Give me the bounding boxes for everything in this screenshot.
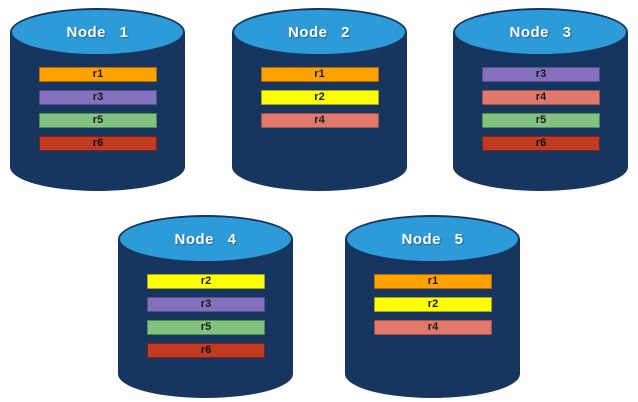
- node-cylinder-5: Node 5 r1 r2 r4: [345, 215, 520, 398]
- replica-list: r2 r3 r5 r6: [147, 274, 265, 358]
- replica-bar-r1: r1: [260, 67, 379, 82]
- node-label: Node 4: [174, 230, 237, 248]
- node-cylinder-3: Node 3 r3 r4 r5 r6: [453, 8, 628, 191]
- replica-bar-r2: r2: [260, 90, 379, 105]
- node-cylinder-4: Node 4 r2 r3 r5 r6: [118, 215, 293, 398]
- node-cylinder-2: Node 2 r1 r2 r4: [231, 8, 407, 191]
- replica-bar-r6: r6: [482, 136, 600, 151]
- replica-bar-r1: r1: [374, 274, 492, 289]
- cylinder-top: Node 3: [453, 8, 628, 56]
- replica-bar-r5: r5: [39, 113, 157, 128]
- replica-bar-r4: r4: [260, 113, 379, 128]
- replica-bar-r5: r5: [147, 320, 265, 335]
- node-cylinder-1: Node 1 r1 r3 r5 r6: [10, 8, 185, 191]
- replica-bar-r2: r2: [147, 274, 265, 289]
- replica-list: r1 r2 r4: [374, 274, 492, 335]
- replica-bar-r6: r6: [147, 343, 265, 358]
- replica-bar-r4: r4: [374, 320, 492, 335]
- cylinder-top: Node 2: [231, 8, 407, 56]
- replica-bar-r3: r3: [39, 90, 157, 105]
- cylinder-top: Node 5: [345, 215, 520, 263]
- replica-bar-r2: r2: [374, 297, 492, 312]
- replica-bar-r5: r5: [482, 113, 600, 128]
- node-label: Node 2: [287, 23, 350, 41]
- node-label: Node 5: [401, 230, 464, 248]
- cylinder-top: Node 1: [10, 8, 185, 56]
- replica-bar-r3: r3: [147, 297, 265, 312]
- node-row-bottom: Node 4 r2 r3 r5 r6 Node 5 r1 r2 r4: [0, 215, 638, 398]
- replica-list: r1 r2 r4: [260, 67, 379, 128]
- node-label: Node 1: [66, 23, 129, 41]
- cylinder-top: Node 4: [118, 215, 293, 263]
- replica-bar-r6: r6: [39, 136, 157, 151]
- replica-list: r3 r4 r5 r6: [482, 67, 600, 151]
- replica-bar-r1: r1: [39, 67, 157, 82]
- node-label: Node 3: [509, 23, 572, 41]
- replica-bar-r3: r3: [482, 67, 600, 82]
- replica-bar-r4: r4: [482, 90, 600, 105]
- replica-list: r1 r3 r5 r6: [39, 67, 157, 151]
